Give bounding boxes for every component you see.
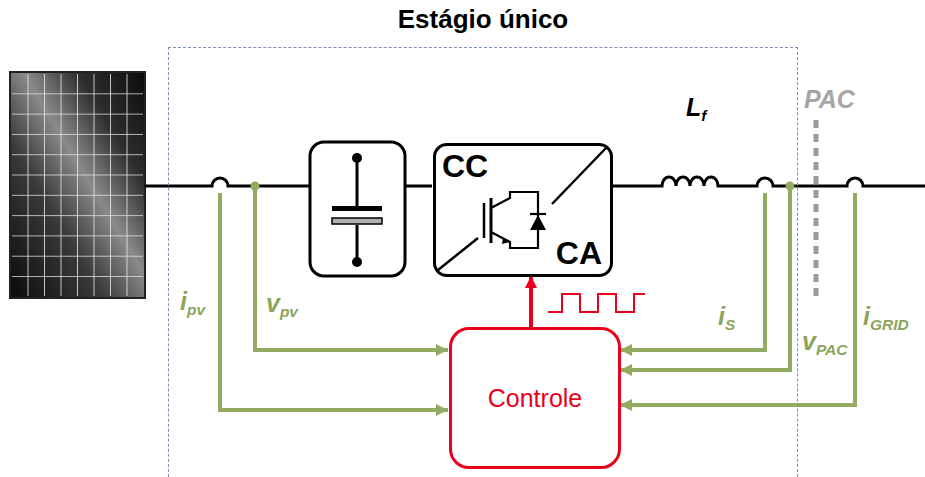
control-signal-arrow: [529, 277, 533, 327]
diode-symbol: [530, 215, 546, 230]
signal-wire: [620, 193, 855, 405]
pv-panel-body: [10, 72, 145, 298]
signal-wire: [255, 190, 448, 350]
stage-title: Estágio único: [398, 4, 568, 35]
symbol-main: v: [802, 327, 816, 355]
symbol-main: i: [718, 302, 725, 330]
symbol-main: L: [686, 93, 701, 121]
capacitor-box: [310, 142, 405, 276]
igbt-gate: [483, 203, 486, 238]
pv-panel: [10, 72, 145, 298]
signal-name: iS: [716, 303, 737, 333]
diode-bar: [530, 213, 546, 215]
symbol-subscript: S: [725, 316, 735, 333]
signal-name: vPAC: [800, 328, 849, 358]
symbol-main: i: [180, 287, 187, 315]
symbol-subscript: pv: [187, 301, 205, 318]
converter-label: CA: [556, 235, 602, 272]
converter-box: CC CA: [433, 143, 613, 277]
junction-dot: [251, 182, 260, 191]
junction-dot: [786, 182, 795, 191]
igbt-emitter-arrow: [502, 238, 510, 244]
signal-name: Lf: [684, 94, 708, 124]
pwm-waveform: [548, 294, 645, 312]
signal-name: iGRID: [861, 303, 911, 333]
signal-name: vpv: [264, 290, 300, 320]
symbol-subscript: f: [701, 107, 706, 124]
converter-label: CC: [442, 148, 488, 185]
symbol-main: v: [266, 289, 280, 317]
signal-name: ipv: [178, 288, 207, 318]
symbol-main: i: [863, 302, 870, 330]
capacitor-symbol: [310, 142, 405, 276]
symbol-subscript: pv: [280, 303, 298, 320]
control-box: Controle: [449, 327, 621, 469]
pcc-line: [814, 120, 819, 298]
point-name: PAC: [802, 86, 857, 114]
signal-wire: [620, 193, 765, 350]
power-line: [145, 177, 925, 186]
capacitor-plate: [332, 206, 382, 211]
igbt-leads: [491, 192, 538, 248]
capacitor-plate: [332, 218, 382, 224]
pv-panel-grid: [12, 74, 143, 296]
signal-wire: [620, 190, 790, 370]
capacitor-terminal: [352, 257, 362, 267]
capacitor-terminal: [352, 153, 362, 163]
symbol-subscript: GRID: [870, 316, 909, 333]
control-label: Controle: [488, 384, 583, 413]
symbol-subscript: PAC: [816, 341, 848, 358]
igbt-body: [490, 198, 493, 243]
